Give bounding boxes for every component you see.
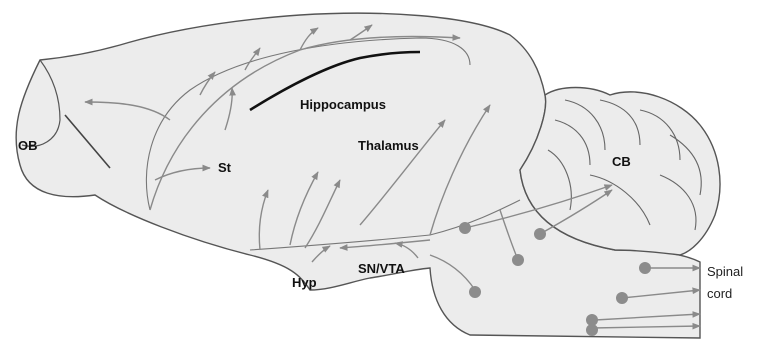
label-ob: OB bbox=[18, 138, 38, 153]
nucleus-dot bbox=[512, 254, 524, 266]
label-thalamus: Thalamus bbox=[358, 138, 419, 153]
nucleus-dot bbox=[639, 262, 651, 274]
label-cb: CB bbox=[612, 154, 631, 169]
nucleus-dot bbox=[616, 292, 628, 304]
nucleus-dot bbox=[534, 228, 546, 240]
label-hippocampus: Hippocampus bbox=[300, 97, 386, 112]
label-hyp: Hyp bbox=[292, 275, 317, 290]
label-sn-vta: SN/VTA bbox=[358, 261, 405, 276]
nucleus-dot bbox=[586, 324, 598, 336]
label-spinal: Spinal bbox=[707, 264, 743, 279]
nucleus-dot bbox=[459, 222, 471, 234]
label-st: St bbox=[218, 160, 232, 175]
nucleus-dot bbox=[469, 286, 481, 298]
label-cord: cord bbox=[707, 286, 732, 301]
